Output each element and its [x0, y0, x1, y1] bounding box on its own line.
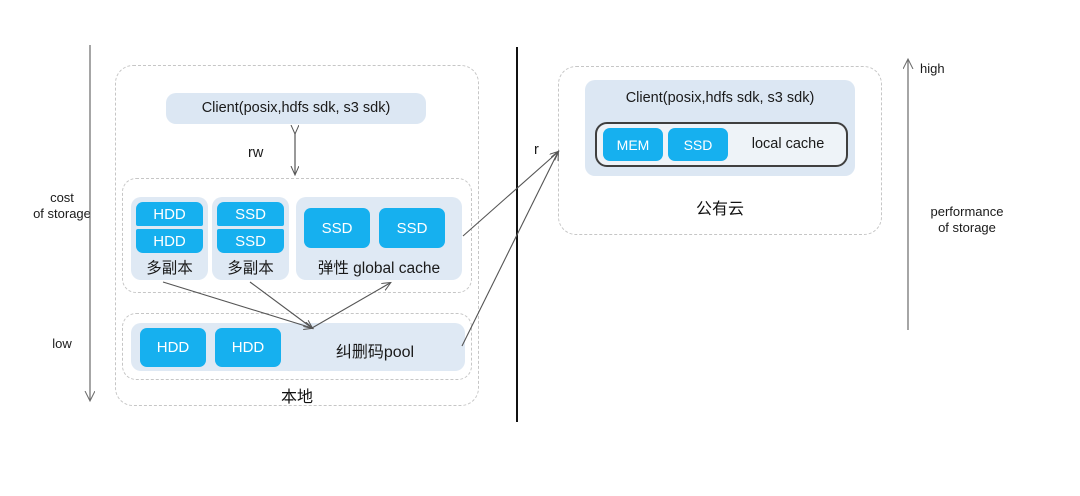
local-cloud-divider [516, 47, 518, 422]
rw-arrow-label: rw [248, 145, 264, 161]
performance-axis-top-label: high [920, 61, 945, 76]
global-cache-chip-2: SSD [379, 208, 445, 248]
replica-ssd-chip-1: SSD [217, 202, 284, 226]
global-cache-caption: 弹性 global cache [317, 260, 441, 277]
replica-ssd-chip-2: SSD [217, 229, 284, 253]
cloud-local-cache-caption: local cache [751, 136, 825, 152]
performance-axis-middle-label: performance of storage [930, 204, 1004, 236]
cloud-region-caption: 公有云 [695, 201, 744, 218]
replica-hdd-chip-2: HDD [136, 229, 203, 253]
replica-hdd-chip-1: HDD [136, 202, 203, 226]
local-client-panel [166, 93, 426, 124]
erasure-code-pool-caption: 纠删码pool [335, 344, 415, 361]
cost-axis-bottom-label: low [52, 336, 72, 351]
global-cache-chip-1: SSD [304, 208, 370, 248]
cost-axis-middle-label: cost of storage [33, 190, 91, 222]
cloud-local-cache-chip-ssd: SSD [668, 128, 728, 161]
local-region-caption: 本地 [280, 389, 313, 406]
cloud-local-cache-chip-mem: MEM [603, 128, 663, 161]
replica-ssd-caption: 多副本 [227, 260, 274, 277]
replica-hdd-caption: 多副本 [146, 260, 193, 277]
local-client-label: Client(posix,hdfs sdk, s3 sdk) [201, 100, 391, 116]
read-arrow-label: r [534, 142, 539, 158]
cloud-client-label: Client(posix,hdfs sdk, s3 sdk) [625, 90, 815, 106]
erasure-code-pool-chip-1: HDD [140, 328, 206, 367]
erasure-code-pool-chip-2: HDD [215, 328, 281, 367]
